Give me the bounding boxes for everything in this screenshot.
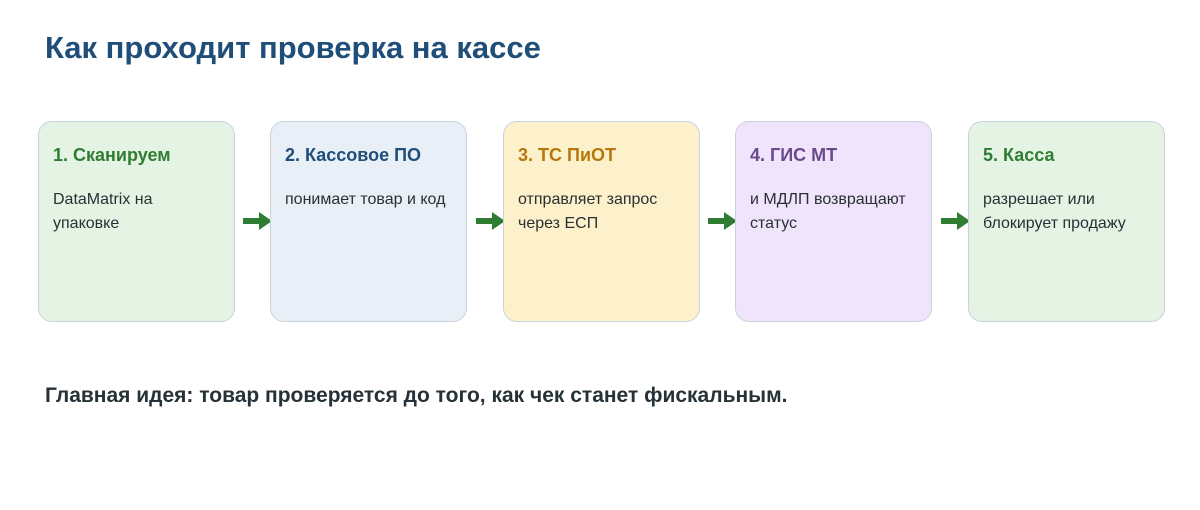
step-card-gis-mt: 4. ГИС МТ и МДЛП возвращают статус xyxy=(735,121,932,322)
arrow-right-icon xyxy=(941,212,970,230)
step-title: 3. ТС ПиОТ xyxy=(518,145,617,165)
step-card-register: 5. Касса разрешает или блокирует продажу xyxy=(968,121,1165,322)
step-title: 2. Кассовое ПО xyxy=(285,145,422,165)
arrow-right-icon xyxy=(476,212,505,230)
step-card-scan: 1. Сканируем DataMatrix на упаковке xyxy=(38,121,235,322)
step-title: 1. Сканируем xyxy=(53,145,171,165)
main-idea: Главная идея: товар проверяется до того,… xyxy=(45,384,788,407)
step-description: понимает товар и код xyxy=(285,191,446,208)
arrow-right-icon xyxy=(243,212,272,230)
step-description: разрешает или блокирует продажу xyxy=(983,191,1126,232)
step-card-cash-software: 2. Кассовое ПО понимает товар и код xyxy=(270,121,467,322)
step-title: 5. Касса xyxy=(983,145,1055,165)
step-title: 4. ГИС МТ xyxy=(750,145,838,165)
step-description: и МДЛП возвращают статус xyxy=(750,191,906,232)
arrow-right-icon xyxy=(708,212,737,230)
step-description: отправляет запрос через ЕСП xyxy=(518,191,658,232)
step-description: DataMatrix на упаковке xyxy=(53,191,153,232)
step-card-ts-piot: 3. ТС ПиОТ отправляет запрос через ЕСП xyxy=(503,121,700,322)
page-title: Как проходит проверка на кассе xyxy=(45,30,541,65)
